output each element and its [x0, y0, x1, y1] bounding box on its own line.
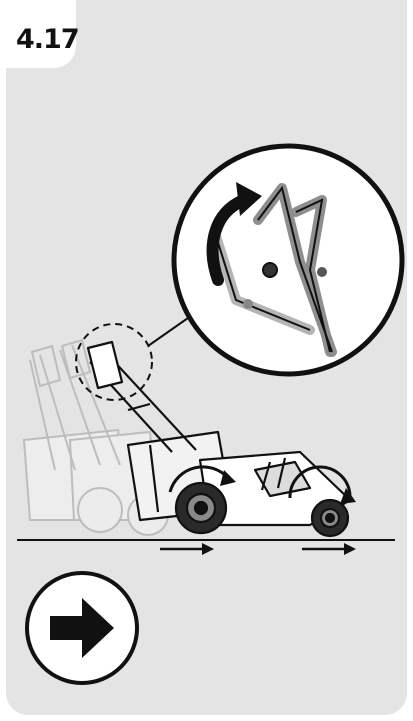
zoom-connector: [148, 318, 188, 346]
mower-illustration: [6, 0, 407, 715]
handle-fold-zoom-icon: [174, 146, 402, 374]
move-forward-icon: [27, 573, 137, 683]
instruction-panel: 4.17: [6, 0, 407, 715]
movement-arrows: [160, 543, 356, 555]
